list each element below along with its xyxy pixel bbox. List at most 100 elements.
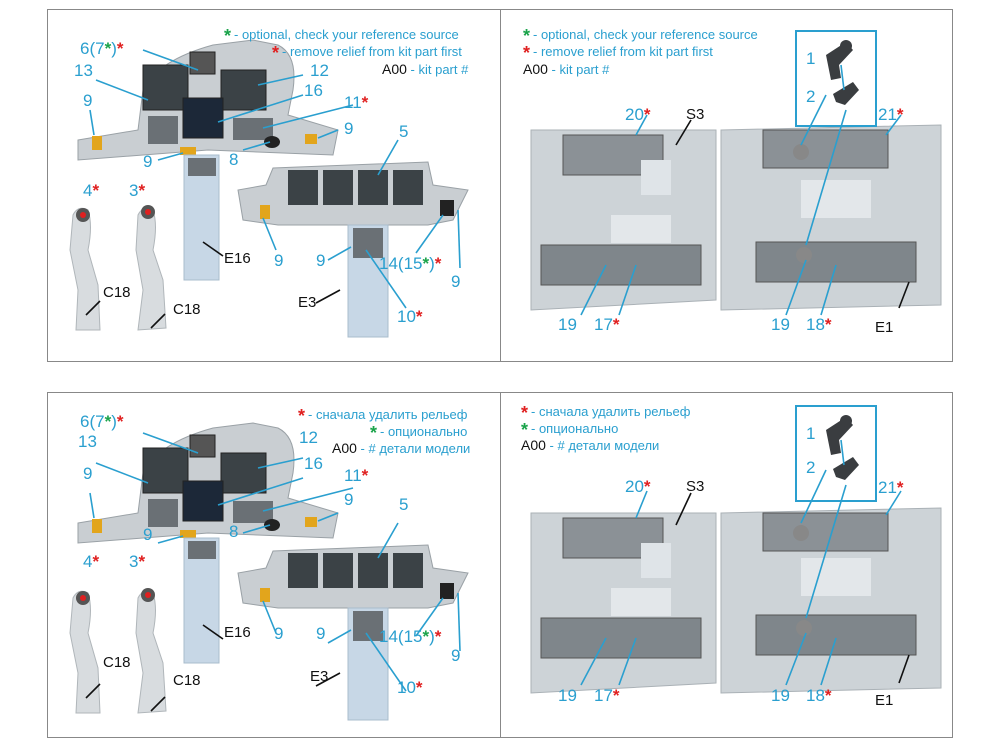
label-16-ru: 16 <box>304 454 323 473</box>
part-label-e1: E1 <box>875 319 894 336</box>
label-16: 16 <box>304 81 323 100</box>
part-label-e16-ru: E16 <box>224 624 251 641</box>
part-c18-right <box>135 207 167 331</box>
legend-kitpart-en-2: A00 - kit part # <box>523 61 610 77</box>
legend-optional-ru-2: *- опционально <box>521 420 619 440</box>
legend-kitpart-ru-2: A00 - # детали модели <box>521 437 660 453</box>
label-1-ru: 1 <box>806 424 816 443</box>
part-label-e3-ru: E3 <box>310 668 329 685</box>
knob-8 <box>264 136 280 148</box>
red-star-icon: * <box>523 43 531 63</box>
mfd-right <box>220 69 267 111</box>
part-label-e1-ru: E1 <box>875 692 894 709</box>
label-19-b: 19 <box>771 315 790 334</box>
hazard-2 <box>180 147 196 155</box>
red-star-icon: * <box>298 406 306 426</box>
consoles-drawing-2 <box>530 405 942 694</box>
legend-optional-en-2: *- optional, check your reference source <box>523 26 758 46</box>
part-label-s3-ru: S3 <box>686 478 705 495</box>
label-5-ru: 5 <box>399 495 409 514</box>
panel-top-right-consoles: *- optional, check your reference source… <box>500 9 953 362</box>
label-8-ru: 8 <box>229 522 239 541</box>
label-9-d: 9 <box>274 251 284 270</box>
instrument-panel-drawing-2 <box>69 422 469 721</box>
label-2: 2 <box>806 87 816 106</box>
label-19-a: 19 <box>558 315 577 334</box>
console-17 <box>540 244 702 286</box>
label-9-d-ru: 9 <box>274 624 284 643</box>
legend-remove-en: *- remove relief from kit part first <box>272 43 462 63</box>
legend-kitpart-en: A00 - kit part # <box>382 61 469 77</box>
label-9-e: 9 <box>316 251 326 270</box>
part-label-c18-b-ru: C18 <box>173 672 201 689</box>
label-9-f: 9 <box>451 272 461 291</box>
part-label-e3: E3 <box>298 294 317 311</box>
hazard-3 <box>305 134 317 144</box>
label-9-b-ru: 9 <box>344 490 354 509</box>
label-9-a-ru: 9 <box>83 464 93 483</box>
panel-top-left-instrument-panel: *- optional, check your reference source… <box>47 9 501 362</box>
label-8: 8 <box>229 150 239 169</box>
hazard-1 <box>92 136 102 150</box>
green-star-icon: * <box>224 26 232 46</box>
label-10-ru: 10* <box>397 678 423 697</box>
part-label-e16: E16 <box>224 250 251 267</box>
label-21: 21* <box>878 105 904 124</box>
label-9-c: 9 <box>143 152 153 171</box>
label-12: 12 <box>310 61 329 80</box>
label-3: 3* <box>129 181 146 200</box>
label-21-ru: 21* <box>878 478 904 497</box>
green-star-icon: * <box>370 423 378 443</box>
panel-bottom-left-instrument-panel: *- сначала удалить рельеф *- опционально… <box>47 392 501 738</box>
label-2-ru: 2 <box>806 458 816 477</box>
green-star-icon: * <box>523 26 531 46</box>
label-11: 11* <box>344 93 369 112</box>
label-12-ru: 12 <box>299 428 318 447</box>
label-17: 17* <box>594 315 620 334</box>
mfd-left <box>142 64 189 111</box>
label-4-ru: 4* <box>83 552 100 571</box>
green-star-icon: * <box>521 420 529 440</box>
label-9-c-ru: 9 <box>143 525 153 544</box>
mfd-center <box>182 97 224 139</box>
panel-bottom-right-consoles: *- сначала удалить рельеф *- опционально… <box>500 392 953 738</box>
label-9-e-ru: 9 <box>316 624 326 643</box>
red-star-icon: * <box>521 403 529 423</box>
label-5: 5 <box>399 122 409 141</box>
label-18-ru: 18* <box>806 686 832 705</box>
label-4: 4* <box>83 181 100 200</box>
label-20-ru: 20* <box>625 477 651 496</box>
legend-kitpart-ru: A00 - # детали модели <box>332 440 471 456</box>
label-9-f-ru: 9 <box>451 646 461 665</box>
label-10: 10* <box>397 307 423 326</box>
part-label-s3: S3 <box>686 106 705 123</box>
label-11-ru: 11* <box>344 466 369 485</box>
part-label-c18-a: C18 <box>103 284 131 301</box>
label-18: 18* <box>806 315 832 334</box>
red-star-icon: * <box>272 43 280 63</box>
part-label-c18-a-ru: C18 <box>103 654 131 671</box>
label-14: 14(15*)* <box>379 254 442 273</box>
label-6: 6(7*)* <box>80 39 124 58</box>
instrument-panel-drawing <box>69 39 469 338</box>
consoles-drawing <box>530 30 942 316</box>
legend-optional-ru: *- опционально <box>370 423 468 443</box>
console-21 <box>762 129 889 169</box>
label-14-ru: 14(15*)* <box>379 627 442 646</box>
legend-optional-en: *- optional, check your reference source <box>224 26 459 46</box>
label-19-a-ru: 19 <box>558 686 577 705</box>
label-9-b: 9 <box>344 119 354 138</box>
label-19-b-ru: 19 <box>771 686 790 705</box>
legend-remove-ru-2: *- сначала удалить рельеф <box>521 403 691 423</box>
label-13: 13 <box>74 61 93 80</box>
label-17-ru: 17* <box>594 686 620 705</box>
part-label-c18-b: C18 <box>173 301 201 318</box>
label-9-a: 9 <box>83 91 93 110</box>
label-1: 1 <box>806 49 816 68</box>
part-c18-left <box>69 207 101 331</box>
legend-remove-en-2: *- remove relief from kit part first <box>523 43 713 63</box>
label-20: 20* <box>625 105 651 124</box>
ufc <box>189 51 216 75</box>
label-3-ru: 3* <box>129 552 146 571</box>
